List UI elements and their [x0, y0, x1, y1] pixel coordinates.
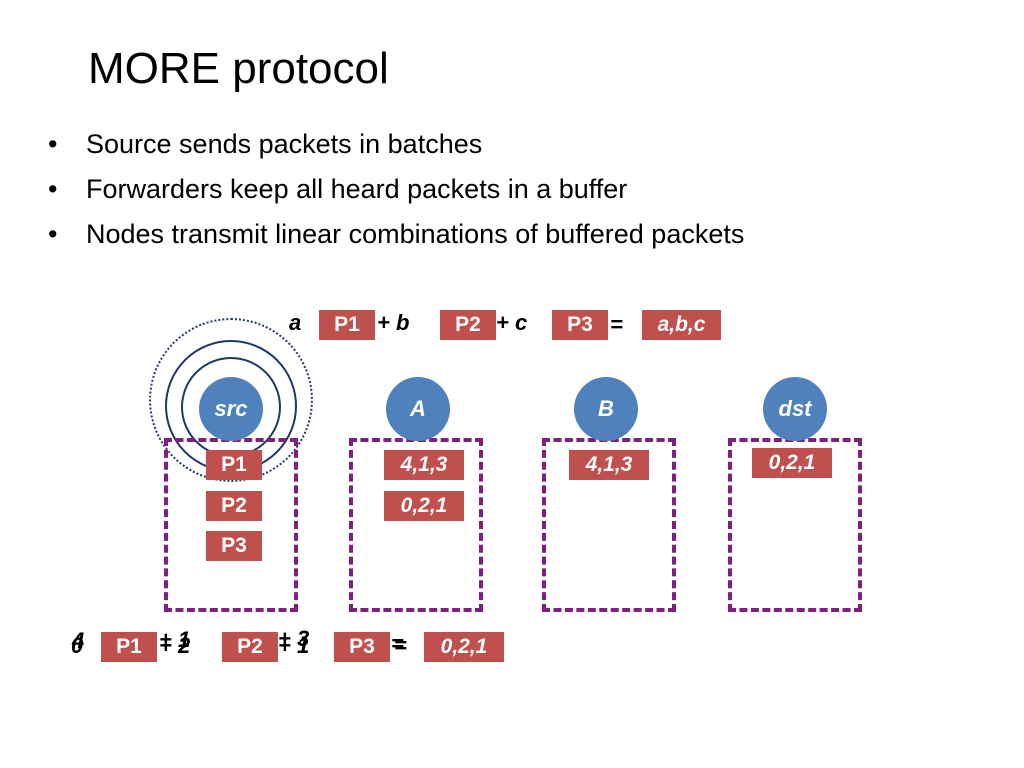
packet-p2: P2 [440, 310, 496, 340]
bullet-text: Forwarders keep all heard packets in a b… [86, 174, 628, 204]
a-coded-packet-2: 0,2,1 [384, 491, 464, 521]
b-coded-packet-1: 4,1,3 [569, 450, 649, 480]
bullet-dot: • [48, 174, 58, 204]
slide-title: MORE protocol [88, 44, 389, 93]
node-dst: dst [763, 377, 827, 441]
coefficient-a: a [289, 310, 302, 335]
broadcast-ring-outer [149, 318, 313, 482]
packet-p3: P3 [552, 310, 608, 340]
coefficient-1-frame-a: 4 [72, 628, 85, 653]
packet-p3: P3 [334, 632, 390, 662]
bullet-text: Source sends packets in batches [86, 129, 483, 159]
coefficient-2-frame-a: + 1 [159, 627, 191, 652]
bullet-dot: • [48, 129, 58, 159]
src-packet-p2: P2 [206, 491, 262, 521]
node-b: B [574, 377, 638, 441]
coefficient-b: + b [377, 310, 410, 335]
coefficient-1-frame-b: 0 [71, 633, 84, 658]
bullet-item: • Forwarders keep all heard packets in a … [44, 167, 744, 212]
equals-sign-frame-a: = [391, 631, 404, 656]
bullet-item: • Source sends packets in batches [44, 122, 744, 167]
equals-sign-frame-b: = [394, 633, 407, 658]
coefficient-2-frame-b: + 2 [159, 633, 191, 658]
coefficient-3-frame-b: + 1 [278, 633, 310, 658]
equals-sign: = [610, 312, 623, 337]
bullet-item: • Nodes transmit linear combinations of b… [44, 212, 744, 257]
bullet-list: • Source sends packets in batches • Forwar… [44, 122, 744, 257]
bullet-dot: • [48, 219, 58, 249]
bullet-text: Nodes transmit linear combinations of bu… [86, 219, 745, 249]
dst-coded-packet-1: 0,2,1 [752, 448, 832, 478]
node-a: A [386, 377, 450, 441]
coded-result: 0,2,1 [424, 632, 504, 662]
coefficient-3-frame-a: + 3 [278, 626, 310, 651]
src-packet-p3: P3 [206, 531, 262, 561]
src-packet-p1: P1 [206, 450, 262, 480]
packet-p1: P1 [101, 632, 157, 662]
packet-p1: P1 [319, 310, 375, 340]
coded-result: a,b,c [642, 310, 721, 340]
node-src: src [199, 377, 263, 441]
packet-p2: P2 [222, 632, 278, 662]
coefficient-c: + c [496, 310, 528, 335]
a-coded-packet-1: 4,1,3 [384, 450, 464, 480]
